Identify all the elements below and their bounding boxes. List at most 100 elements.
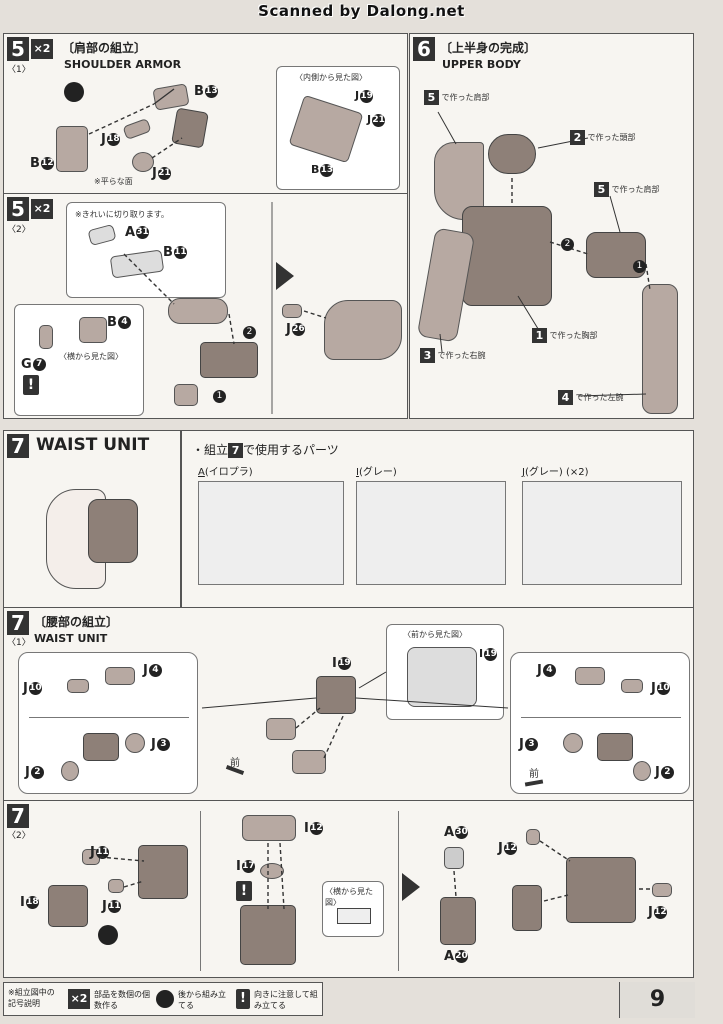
order-marker-1: 1	[632, 256, 646, 275]
part-shoulder-complete	[324, 300, 402, 360]
step-6-panel: 6 〔上半身の完成〕 UPPER BODY 2 1 5 で作った肩部 2 で作っ…	[409, 33, 694, 419]
warn-icon: !	[236, 881, 252, 901]
page-number: 9	[619, 982, 695, 1018]
inside-view-inset: 〈内側から見た図〉 J19 J21 B13	[276, 66, 400, 190]
next-arrow-icon	[402, 873, 420, 901]
label-b13: B13	[194, 84, 218, 99]
callout-shoulder-left: 5 で作った肩部	[424, 90, 490, 105]
part-a30	[444, 847, 464, 869]
inset-label-i19: I19	[479, 647, 498, 661]
step-number: 5	[7, 37, 29, 61]
callout-left-arm: 4 で作った左腕	[558, 390, 624, 405]
label-j11-b: J11	[102, 899, 121, 914]
divider	[521, 717, 681, 718]
head-part	[488, 134, 536, 174]
part-j10	[67, 679, 89, 693]
part-j26	[282, 304, 302, 318]
right-shoulder-part	[586, 232, 646, 278]
label-j21: J21	[152, 166, 171, 181]
step-sub: 〈2〉	[7, 831, 31, 841]
part-j2	[633, 761, 651, 781]
inset-label-j19: J19	[355, 89, 374, 103]
waist-core	[88, 499, 138, 563]
symbol-legend: ※組立図中の記号説明 ×2 部品を数個の個数作る 後から組み立てる ! 向きに注…	[3, 982, 323, 1016]
inset-shape	[337, 908, 371, 924]
side-view-inset: 〈横から見た図〉	[322, 881, 384, 937]
sprue-i	[356, 481, 506, 585]
waist-unit-preview	[40, 479, 150, 595]
label-j12-b: J12	[648, 905, 667, 920]
cut-note: ※きれいに切り取ります。	[75, 210, 169, 219]
warn-icon: !	[23, 375, 39, 395]
part-j10	[621, 679, 643, 693]
part-b4	[79, 317, 107, 343]
part-thigh-block	[138, 845, 188, 899]
order-marker-2: 2	[242, 322, 256, 341]
label-i12: I12	[304, 821, 323, 836]
section-divider	[200, 811, 201, 971]
assembly-guides	[88, 88, 183, 159]
callout-head: 2 で作った頭部	[570, 130, 636, 145]
label-i19: I19	[332, 656, 351, 671]
part-thigh	[597, 733, 633, 761]
part-shoulder-top	[168, 298, 228, 324]
multiplier-badge: ×2	[31, 39, 53, 59]
label-j11-a: J11	[90, 845, 109, 860]
part-j2	[61, 761, 79, 781]
part-j11-b	[108, 879, 124, 893]
label-b12: B12	[30, 156, 54, 171]
step-divider	[180, 431, 182, 607]
sprue-j-tag: J(グレー) (×2)	[522, 467, 589, 478]
part-j21	[132, 152, 154, 172]
label-a30: A30	[444, 825, 469, 840]
label-a31: A31	[125, 225, 150, 240]
legend-x2-text: 部品を数個の個数作る	[94, 990, 150, 1010]
sprue-j	[522, 481, 682, 585]
part-j3	[563, 733, 583, 753]
step-title-en: UPPER BODY	[442, 58, 521, 71]
legend-later-icon	[156, 990, 174, 1008]
step-number: 5	[7, 197, 29, 221]
part-a20	[440, 897, 476, 945]
assemble-later-icon	[64, 82, 84, 102]
multiplier-badge: ×2	[31, 199, 53, 219]
side-caption: 〈横から見た図〉	[325, 887, 373, 907]
step-title-en: WAIST UNIT	[34, 632, 108, 645]
label-j10: J10	[23, 681, 42, 696]
step-title-jp: 〔腰部の組立〕	[34, 615, 119, 629]
section-divider	[398, 811, 399, 971]
step-number: 7	[7, 611, 29, 635]
step-sub: 〈2〉	[7, 225, 31, 235]
step-title-jp: 〔肩部の組立〕	[62, 41, 147, 55]
part-i17	[260, 863, 284, 879]
label-b11: B11	[163, 245, 187, 260]
callout-chest: 1 で作った胸部	[532, 328, 598, 343]
sprue-a-tag: A(イロプラ)	[198, 467, 253, 478]
part-j4	[105, 667, 135, 685]
label-i17: I17	[236, 859, 255, 874]
inset-label-b13: B13	[311, 163, 334, 177]
inset-waist	[407, 647, 477, 707]
legend-warn-icon: !	[236, 989, 250, 1009]
part-thigh	[83, 733, 119, 761]
front-direction-label: 前	[230, 758, 240, 769]
label-j18: J18	[101, 132, 120, 147]
cut-note-box: ※きれいに切り取ります。 A31 B11	[66, 202, 226, 298]
part-j3	[125, 733, 145, 753]
order-marker-2: 2	[560, 234, 574, 253]
part-i19	[316, 676, 356, 714]
part-left-joint	[266, 718, 296, 740]
part-i18	[48, 885, 88, 927]
part-waist-assembly	[566, 857, 636, 923]
legend-warn-text: 向きに注意して組み立てる	[254, 990, 318, 1010]
label-i18: I18	[20, 895, 39, 910]
part-side-plate	[512, 885, 542, 931]
step-title-jp: 〔上半身の完成〕	[440, 41, 537, 55]
legend-x2-icon: ×2	[68, 989, 90, 1009]
